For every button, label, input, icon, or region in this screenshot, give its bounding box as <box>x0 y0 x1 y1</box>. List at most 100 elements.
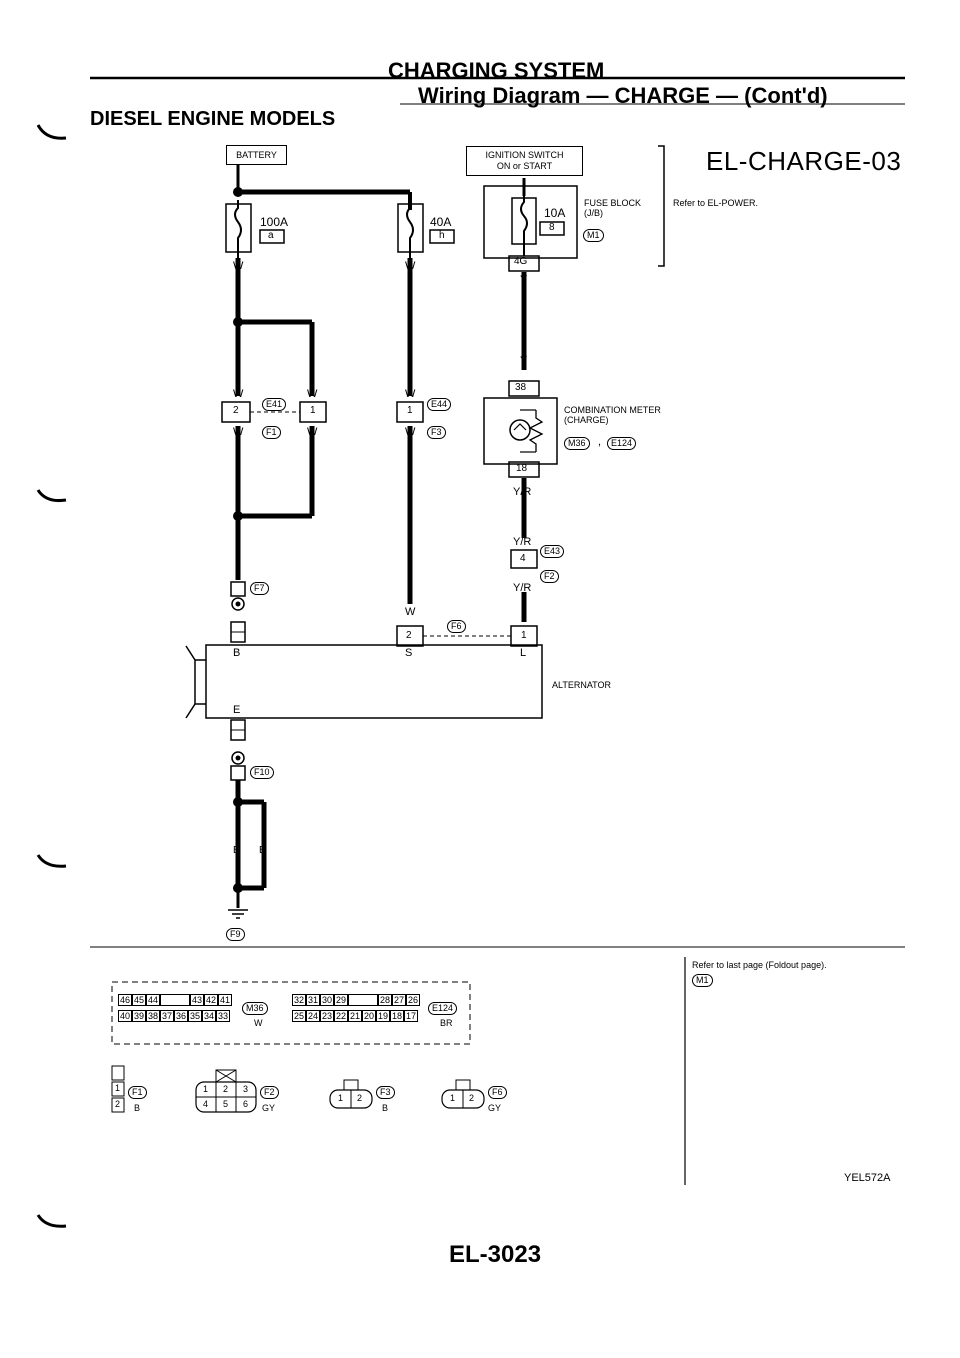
battery-box: BATTERY <box>226 145 287 165</box>
connector-f6: F6 <box>447 620 466 633</box>
pin-cell: 24 <box>306 1010 320 1022</box>
table-wire-br: BR <box>440 1018 453 1028</box>
pin-cell: 44 <box>146 994 160 1006</box>
wire-label-y: Y <box>520 274 528 286</box>
pin-cell: 40 <box>118 1010 132 1022</box>
connector-f3-face: F3 <box>376 1086 395 1099</box>
connector-f2-color: GY <box>262 1103 276 1113</box>
pin-cell: 2 <box>469 1093 475 1103</box>
ignition-label-1: IGNITION SWITCH <box>485 150 564 160</box>
fuse-block-output-pin: 4G <box>514 256 528 267</box>
pin-cell: 1 <box>450 1093 456 1103</box>
fuse-10a-label: 10A <box>544 206 566 220</box>
pin-2: 2 <box>406 630 412 641</box>
connector-m1-top: M1 <box>583 229 604 242</box>
image-code: YEL572A <box>844 1172 891 1184</box>
fuse-10a-code: 8 <box>549 222 555 233</box>
table-wire-w: W <box>254 1018 263 1028</box>
wire-label-w: W <box>233 260 244 272</box>
meter-label: COMBINATION METER <box>564 405 661 415</box>
pin-cell: 28 <box>378 994 392 1006</box>
pin-cell: 17 <box>404 1010 418 1022</box>
pin-cell: 6 <box>243 1099 249 1109</box>
connector-f1: F1 <box>262 426 281 439</box>
pin-cell: 18 <box>390 1010 404 1022</box>
e124-pin-row-bottom: 25 24 23 22 21 20 19 18 17 <box>292 1010 418 1022</box>
pin-1: 1 <box>521 630 527 641</box>
pin-cell: 20 <box>362 1010 376 1022</box>
connector-f7: F7 <box>250 582 269 595</box>
connector-m1-note: M1 <box>692 974 713 987</box>
wire-label-b: B <box>259 845 266 856</box>
connector-f2-face: F2 <box>260 1086 279 1099</box>
pin-cell: 30 <box>320 994 334 1006</box>
ground-f9: F9 <box>226 928 245 941</box>
pin-cell: 22 <box>334 1010 348 1022</box>
meter-charge-label: (CHARGE) <box>564 415 609 425</box>
fuse-100a-label: 100A <box>260 215 289 229</box>
pin-1: 1 <box>407 405 413 416</box>
pin-cell: 31 <box>306 994 320 1006</box>
pin-cell: 26 <box>406 994 420 1006</box>
connector-f10: F10 <box>250 766 274 779</box>
connector-f6-face: F6 <box>488 1086 507 1099</box>
terminal-b: B <box>233 647 241 659</box>
connector-f3: F3 <box>427 426 446 439</box>
connector-e43: E43 <box>540 545 565 558</box>
connector-f6-color: GY <box>488 1103 502 1113</box>
fuse-100a-code: a <box>268 230 274 241</box>
pin-cell: 43 <box>190 994 204 1006</box>
pin-cell: 37 <box>160 1010 174 1022</box>
pin-2: 2 <box>233 405 239 416</box>
fuse-block-label: FUSE BLOCK <box>584 198 642 208</box>
connector-separator: , <box>598 436 602 448</box>
foldout-note: Refer to last page (Foldout page). <box>692 960 827 970</box>
pin-gap <box>348 994 378 1006</box>
pin-cell: 39 <box>132 1010 146 1022</box>
terminal-l: L <box>520 647 527 659</box>
diagram-code: EL-CHARGE-03 <box>706 146 902 176</box>
pin-18: 18 <box>516 463 528 474</box>
pin-cell: 27 <box>392 994 406 1006</box>
wire-label-w: W <box>405 426 416 438</box>
wire-label-w: W <box>307 388 318 400</box>
connector-e124: E124 <box>607 437 637 450</box>
wire-label-w: W <box>405 606 416 618</box>
alternator-label: ALTERNATOR <box>552 680 612 690</box>
pin-cell: 29 <box>334 994 348 1006</box>
connector-f2: F2 <box>540 570 559 583</box>
pin-cell: 23 <box>320 1010 334 1022</box>
wire-label-yr: Y/R <box>513 536 532 548</box>
terminal-e: E <box>233 704 241 716</box>
pin-cell: 42 <box>204 994 218 1006</box>
e124-pin-row-top: 32 31 30 29 28 27 26 <box>292 994 420 1006</box>
wire-label-b: B <box>233 845 240 856</box>
connector-m36: M36 <box>564 437 590 450</box>
model-label: DIESEL ENGINE MODELS <box>90 108 336 130</box>
wire-label-w: W <box>233 388 244 400</box>
connector-e44: E44 <box>427 398 452 411</box>
pin-cell: 2 <box>223 1084 229 1094</box>
wire-label-yr: Y/R <box>513 486 532 498</box>
connector-f3-color: B <box>382 1103 389 1113</box>
pin-gap <box>160 994 190 1006</box>
wire-label-w: W <box>405 260 416 272</box>
pin-cell: 46 <box>118 994 132 1006</box>
pin-38: 38 <box>515 382 527 393</box>
pin-cell: 38 <box>146 1010 160 1022</box>
power-reference: Refer to EL-POWER. <box>673 198 759 208</box>
connector-f1-color: B <box>134 1103 141 1113</box>
pin-cell: 34 <box>202 1010 216 1022</box>
pin-cell: 1 <box>338 1093 344 1103</box>
pin-cell: 36 <box>174 1010 188 1022</box>
wire-label-yr: Y/R <box>513 582 532 594</box>
pin-cell: 41 <box>218 994 232 1006</box>
wire-label-w: W <box>233 426 244 438</box>
pin-cell: 19 <box>376 1010 390 1022</box>
wire-label-y: Y <box>520 355 528 367</box>
pin-cell: 2 <box>115 1099 121 1109</box>
pin-cell: 33 <box>216 1010 230 1022</box>
pin-cell: 25 <box>292 1010 306 1022</box>
pin-cell: 45 <box>132 994 146 1006</box>
